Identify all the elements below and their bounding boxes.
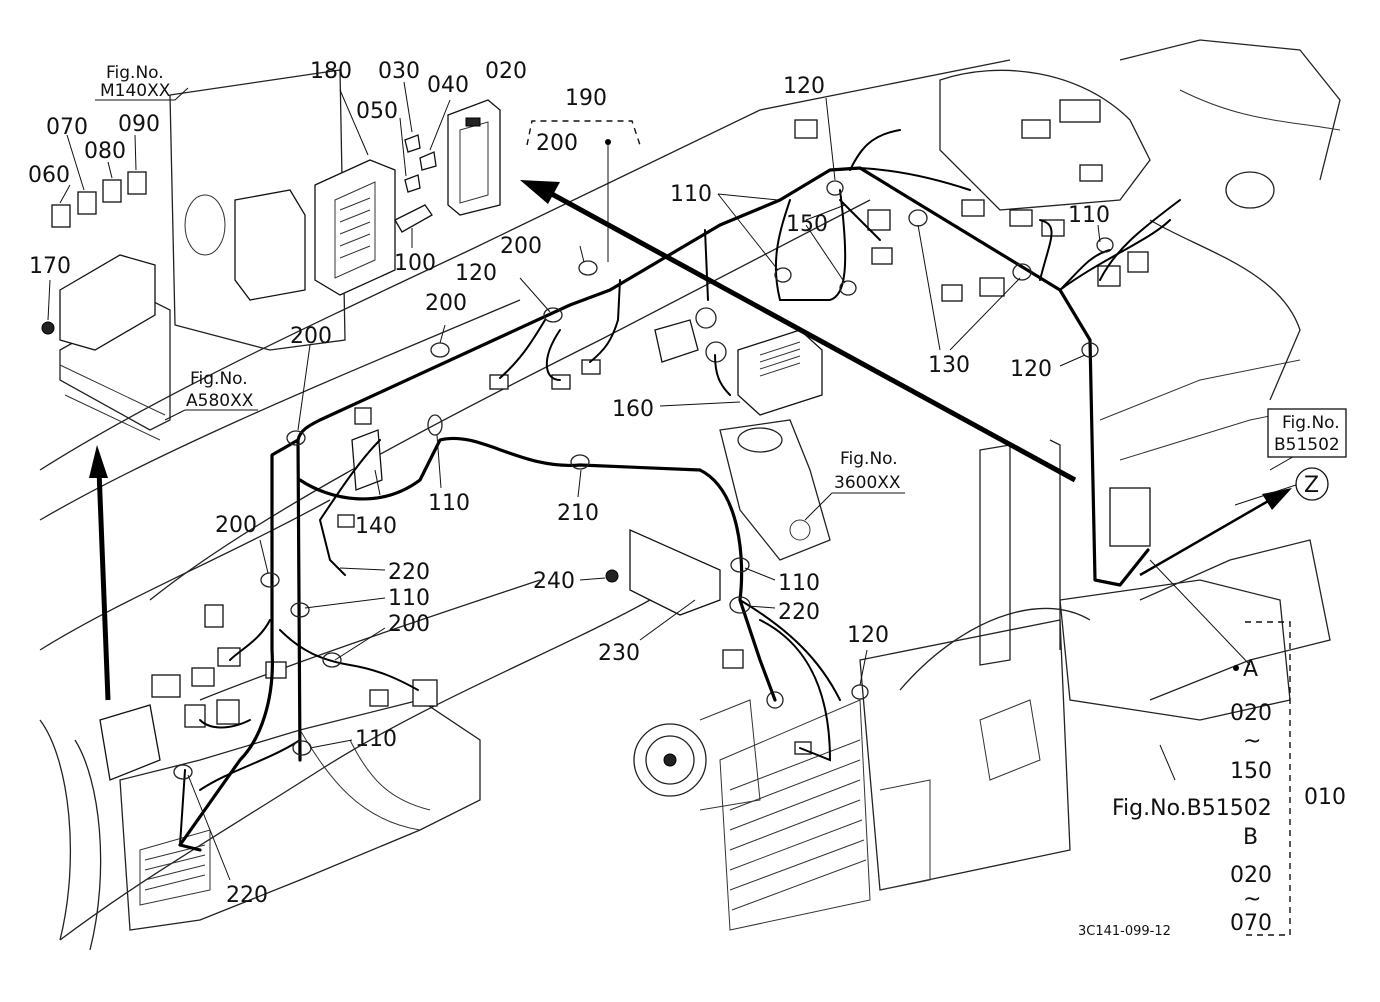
callout-130: 130 (928, 353, 970, 378)
callout-190: 190 (565, 86, 607, 111)
callout-200-d: 200 (215, 513, 257, 538)
callout-030: 030 (378, 59, 420, 84)
bolt-240 (605, 569, 619, 583)
fig-ref-3600-title: Fig.No. (840, 449, 898, 469)
fuse-040 (419, 151, 437, 171)
assembly-a-to: 150 (1230, 759, 1272, 784)
fig-ref-m140-title: Fig.No. (106, 63, 164, 83)
callout-110-mid: 110 (428, 491, 470, 516)
fuse-070 (77, 191, 97, 215)
fuse-030 (404, 134, 421, 153)
assembly-b-to: 070 (1230, 911, 1272, 936)
callout-170: 170 (29, 254, 71, 279)
relay-box-180 (234, 159, 396, 301)
components (41, 99, 1151, 781)
direction-arrows (89, 180, 1292, 701)
fig-ref-b51502-box (1267, 408, 1347, 458)
callout-110-d: 110 (355, 727, 397, 752)
assembly-a-tilde: ~ (1243, 729, 1261, 754)
bracket-230 (629, 528, 721, 616)
callout-120-top: 120 (783, 74, 825, 99)
callout-labels: 180 030 020 040 050 070 090 080 060 190 … (28, 59, 1110, 908)
fuse-080 (102, 179, 122, 203)
callout-240: 240 (533, 569, 575, 594)
callout-090: 090 (118, 112, 160, 137)
callout-110-right: 110 (1068, 203, 1110, 228)
callout-110-top: 110 (670, 182, 712, 207)
fig-ref-b51502-title: Fig.No. (1282, 413, 1340, 433)
assembly-b-label: B (1243, 825, 1258, 850)
callout-150: 150 (786, 212, 828, 237)
tractor-body-outlines (39, 39, 1341, 951)
callout-200-top: 200 (536, 131, 578, 156)
fuse-060 (51, 204, 71, 228)
connector-140-top (354, 407, 372, 425)
callout-200-e: 200 (388, 612, 430, 637)
bracket-010 (1245, 621, 1291, 936)
callout-120-low: 120 (847, 623, 889, 648)
callout-160: 160 (612, 397, 654, 422)
assembly-a-from: 020 (1230, 701, 1272, 726)
callout-060: 060 (28, 163, 70, 188)
fig-ref-m140-code: M140XX (100, 81, 171, 101)
sensor-160 (737, 329, 823, 416)
nut-170 (41, 321, 55, 335)
fuse-puller-100 (394, 204, 433, 233)
fuse-box-020 (447, 99, 501, 216)
fig-ref-3600-code: 3600XX (834, 473, 901, 493)
callout-220-b: 220 (778, 600, 820, 625)
fig-ref-b51502-code: B51502 (1274, 435, 1340, 455)
z-marker-circle (1295, 467, 1329, 501)
callout-200-b: 200 (425, 291, 467, 316)
callout-120-mid: 120 (455, 261, 497, 286)
callout-100: 100 (394, 251, 436, 276)
callout-200-c: 200 (290, 324, 332, 349)
callout-120-right: 120 (1010, 357, 1052, 382)
fig-ref-a580-title: Fig.No. (190, 369, 248, 389)
callout-220-a: 220 (388, 560, 430, 585)
callout-040: 040 (427, 73, 469, 98)
fig-ref-bottom: Fig.No.B51502 (1112, 796, 1272, 821)
fuse-block (59, 254, 156, 351)
callout-140: 140 (355, 514, 397, 539)
assembly-b-tilde: ~ (1243, 887, 1261, 912)
bracket-190 (526, 120, 641, 146)
callout-200-a: 200 (500, 234, 542, 259)
callout-080: 080 (84, 139, 126, 164)
figure-references: Fig.No. M140XX Fig.No. A580XX Fig.No. 36… (100, 63, 1340, 821)
assembly-code-010: 010 (1304, 785, 1346, 810)
assembly-b-from: 020 (1230, 863, 1272, 888)
callout-110-b: 110 (388, 586, 430, 611)
callout-220-c: 220 (226, 883, 268, 908)
callout-180: 180 (310, 59, 352, 84)
fig-ref-a580-code: A580XX (186, 391, 254, 411)
callout-070: 070 (46, 115, 88, 140)
wiring-harness (173, 129, 1181, 852)
drawing-code: 3C141-099-12 (1078, 924, 1171, 939)
fuse-090 (127, 171, 147, 195)
assembly-column: Z A 020 ~ 150 B 020 ~ 070 010 (1230, 473, 1346, 936)
fuse-050 (404, 174, 421, 193)
callout-230: 230 (598, 641, 640, 666)
callout-110-c: 110 (778, 571, 820, 596)
leader-lines (47, 81, 1306, 881)
alternator (633, 699, 761, 811)
assembly-a-label: A (1243, 657, 1258, 682)
connector-b51502 (1109, 487, 1151, 547)
callout-210: 210 (557, 501, 599, 526)
callout-020: 020 (485, 59, 527, 84)
callout-050: 050 (356, 99, 398, 124)
z-marker: Z (1304, 473, 1319, 498)
